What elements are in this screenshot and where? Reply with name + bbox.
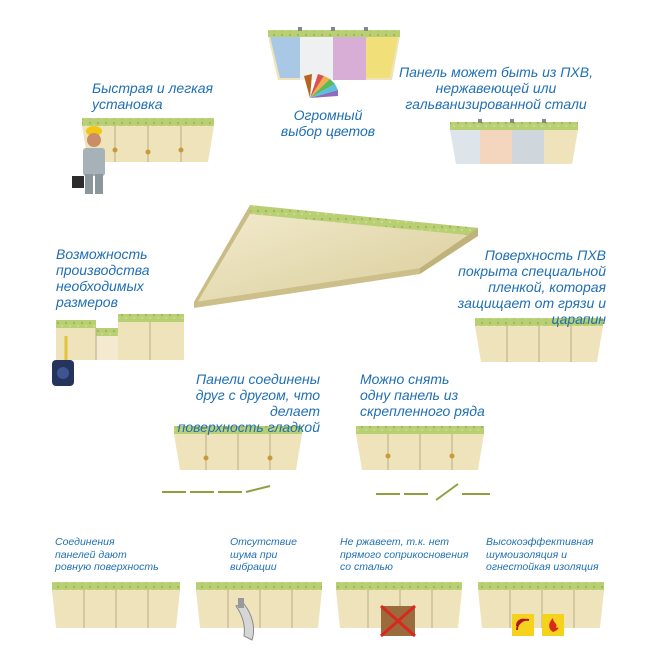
bottom-panel-insulation [478,582,604,628]
install-panel [82,118,214,162]
color-fan-icon [304,74,338,98]
caption-install: Быстрая и легкая установка [92,80,213,113]
caption-material: Панель может быть из ПХВ, нержавеющей ил… [399,64,593,113]
remove-profile-strips [376,483,490,501]
color-swatch-panels [268,27,400,80]
caption-surface: Поверхность ПХВ покрыта специальной плен… [457,247,606,328]
large-panel [194,205,478,308]
joined-profile-strips [162,485,271,493]
caption-joints: Соединения панелей дают ровную поверхнос… [55,536,159,574]
sound-insulation-icon [512,614,534,636]
caption-colors: Огромный выбор цветов [280,107,376,140]
no-rust-icon [380,604,416,638]
sizes-panels [56,314,184,360]
worker-figure [72,126,105,194]
joined-panels [174,426,302,470]
caption-insulation: Высокоэффективная шумоизоляция и огнесто… [486,536,599,574]
surface-panel [475,318,603,362]
hand-tool-icon [235,598,255,641]
fire-resistance-icon [542,614,564,636]
caption-remove: Можно снять одну панель из скрепленного … [360,371,485,420]
caption-sizes: Возможность производства необходимых раз… [56,246,150,311]
bottom-panel-joints [52,582,180,628]
caption-noise: Отсутствие шума при вибрации [230,536,297,574]
tape-measure-icon [52,336,74,386]
caption-rust: Не ржавеет, т.к. нет прямого соприкоснов… [340,536,469,574]
material-panel [450,119,578,164]
bottom-panel-noise [196,582,322,628]
remove-panels [356,426,484,470]
caption-joined: Панели соединены друг с другом, что дела… [177,371,320,436]
